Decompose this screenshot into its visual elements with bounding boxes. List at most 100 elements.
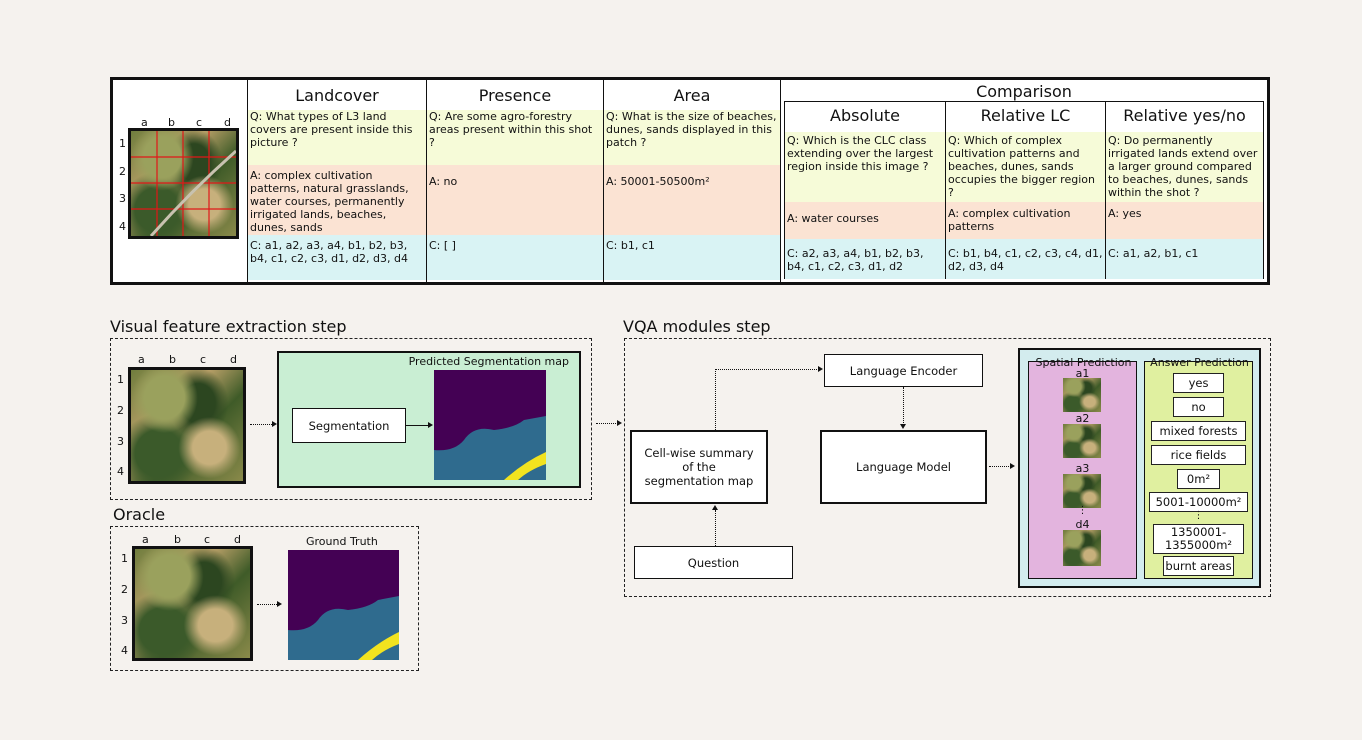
prediction-panel: Spatial Prediction a1 a2 a3 ⋮ d4 Answer … xyxy=(1018,348,1261,588)
spatial-prediction-title: Spatial Prediction xyxy=(1035,356,1132,369)
area-column: Area Q: What is the size of beaches, dun… xyxy=(603,80,780,282)
col-label-d: d xyxy=(224,116,231,129)
arrow-head xyxy=(900,424,906,429)
arrow xyxy=(596,423,618,424)
landcover-answer: A: complex cultivation patterns, natural… xyxy=(248,165,426,235)
cell-label-a1: a1 xyxy=(1075,367,1090,380)
answer-yes: yes xyxy=(1173,373,1224,393)
oracle-panel: a b c d 1 2 3 4 Ground Truth xyxy=(110,526,419,671)
relative-lc-question: Q: Which of complex cultivation patterns… xyxy=(946,132,1105,202)
area-question: Q: What is the size of beaches, dunes, s… xyxy=(604,110,780,165)
arrow-head xyxy=(818,366,823,372)
oracle-title: Oracle xyxy=(113,505,166,524)
answer-prediction-panel: Answer Prediction yes no mixed forests r… xyxy=(1144,356,1253,579)
visual-step-panel: a b c d 1 2 3 4 Predicted Segmentation m… xyxy=(110,338,592,500)
col-label-a: a xyxy=(141,116,148,129)
arrow xyxy=(989,466,1011,467)
row-label-3: 3 xyxy=(119,192,126,205)
landcover-header: Landcover xyxy=(295,86,379,105)
absolute-column: Absolute Q: Which is the CLC class exten… xyxy=(785,102,945,279)
vqa-step-title: VQA modules step xyxy=(623,317,771,336)
absolute-cells: C: a2, a3, a4, b1, b2, b3, b4, c1, c2, c… xyxy=(785,239,945,279)
arrow xyxy=(715,369,716,430)
presence-cells: C: [ ] xyxy=(427,235,603,280)
relative-yn-header: Relative yes/no xyxy=(1123,106,1246,125)
arrow-head xyxy=(277,601,282,607)
col-label-b: b xyxy=(168,116,175,129)
arrow xyxy=(715,369,819,370)
arrow xyxy=(715,510,716,546)
col-label-c: c xyxy=(204,533,211,546)
cell-thumbnail-a1 xyxy=(1063,378,1101,412)
relative-lc-header: Relative LC xyxy=(980,106,1071,125)
row-label-4: 4 xyxy=(119,220,126,233)
col-label-b: b xyxy=(169,353,176,366)
area-header: Area xyxy=(673,86,711,105)
answer-burnt-areas: burnt areas xyxy=(1163,556,1234,576)
absolute-question: Q: Which is the CLC class extending over… xyxy=(785,132,945,202)
cell-label-a2: a2 xyxy=(1075,412,1090,425)
row-label-2: 2 xyxy=(119,165,126,178)
arrow xyxy=(903,387,904,425)
presence-header: Presence xyxy=(478,86,552,105)
answer-5001-10000m2: 5001-10000m² xyxy=(1149,492,1248,512)
cell-thumbnail-a2 xyxy=(1063,424,1101,458)
presence-question: Q: Are some agro-forestry areas present … xyxy=(427,110,603,165)
answer-0m2: 0m² xyxy=(1177,469,1220,489)
comparison-column: Comparison Absolute Q: Which is the CLC … xyxy=(780,80,1267,282)
vqa-step-panel: Language Encoder Cell-wise summary of th… xyxy=(624,338,1271,597)
relative-yn-question: Q: Do permanently irrigated lands extend… xyxy=(1106,132,1263,202)
satellite-image-grid xyxy=(128,128,239,239)
col-label-c: c xyxy=(200,353,207,366)
landcover-question: Q: What types of L3 land covers are pres… xyxy=(248,110,426,165)
segmentation-panel: Predicted Segmentation map Segmentation xyxy=(277,351,581,488)
vertical-ellipsis-icon: ⋮ xyxy=(1193,510,1204,521)
spatial-prediction-panel: Spatial Prediction a1 a2 a3 ⋮ d4 xyxy=(1028,356,1137,579)
row-label-4: 4 xyxy=(117,465,124,478)
area-cells: C: b1, c1 xyxy=(604,235,780,280)
col-label-c: c xyxy=(196,116,203,129)
arrow-head xyxy=(428,422,433,428)
visual-step-title: Visual feature extraction step xyxy=(110,317,347,336)
presence-answer: A: no xyxy=(427,165,603,235)
relative-lc-column: Relative LC Q: Which of complex cultivat… xyxy=(945,102,1105,279)
satellite-image xyxy=(128,367,246,484)
row-label-3: 3 xyxy=(121,614,128,627)
language-model-box: Language Model xyxy=(820,430,987,504)
language-encoder-box: Language Encoder xyxy=(824,354,983,387)
comparison-header: Comparison xyxy=(976,82,1072,101)
col-label-a: a xyxy=(142,533,149,546)
row-label-3: 3 xyxy=(117,435,124,448)
segmentation-summary-box: Cell-wise summary of the segmentation ma… xyxy=(630,430,768,504)
row-label-1: 1 xyxy=(117,373,124,386)
segmentation-panel-title: Predicted Segmentation map xyxy=(408,355,569,368)
segmentation-box: Segmentation xyxy=(292,408,406,443)
cell-label-d4: d4 xyxy=(1075,518,1090,531)
question-box: Question xyxy=(634,546,793,579)
area-answer: A: 50001-50500m² xyxy=(604,165,780,235)
answer-mixed-forests: mixed forests xyxy=(1151,421,1246,441)
cell-thumbnail-a3 xyxy=(1063,474,1101,508)
satellite-image xyxy=(132,546,253,661)
col-label-d: d xyxy=(230,353,237,366)
row-label-1: 1 xyxy=(121,552,128,565)
vertical-ellipsis-icon: ⋮ xyxy=(1077,505,1088,516)
ground-truth-label: Ground Truth xyxy=(306,535,378,548)
arrow-head xyxy=(272,421,277,427)
arrow-head xyxy=(712,505,718,510)
row-label-4: 4 xyxy=(121,644,128,657)
absolute-header: Absolute xyxy=(830,106,900,125)
comparison-subtable: Absolute Q: Which is the CLC class exten… xyxy=(784,101,1264,279)
row-label-2: 2 xyxy=(117,404,124,417)
predicted-segmentation-map xyxy=(434,370,546,480)
answer-no: no xyxy=(1173,397,1224,417)
example-table: a b c d 1 2 3 4 Landcover Q: What types … xyxy=(110,77,1270,285)
arrow xyxy=(257,604,279,605)
cell-label-a3: a3 xyxy=(1075,462,1090,475)
presence-column: Presence Q: Are some agro-forestry areas… xyxy=(426,80,603,282)
relative-yn-answer: A: yes xyxy=(1106,202,1263,239)
landcover-column: Landcover Q: What types of L3 land cover… xyxy=(247,80,426,282)
row-label-1: 1 xyxy=(119,137,126,150)
row-label-2: 2 xyxy=(121,583,128,596)
relative-lc-cells: C: b1, b4, c1, c2, c3, c4, d1, d2, d3, d… xyxy=(946,239,1105,279)
